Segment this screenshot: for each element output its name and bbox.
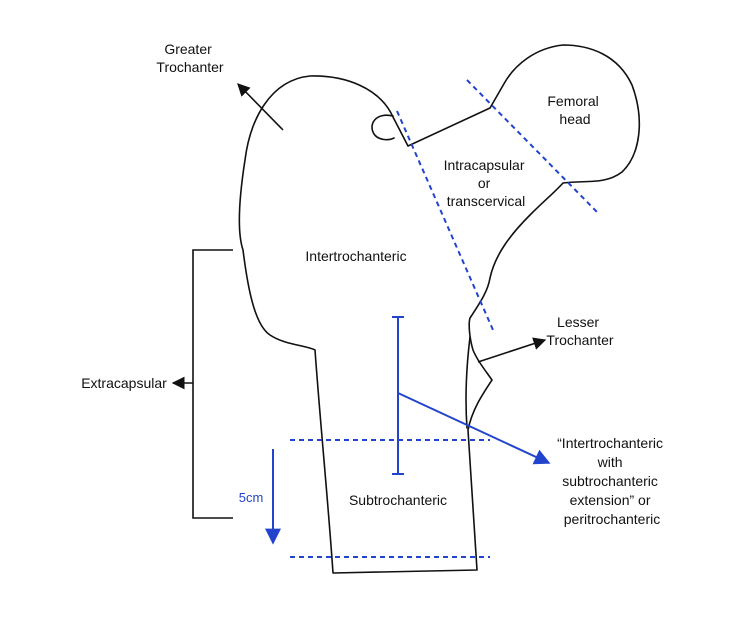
peritrochanteric-label: “Intertrochanteric with subtrochanteric … — [557, 435, 667, 527]
intertrochanteric-label: Intertrochanteric — [305, 248, 406, 264]
peritrochanteric-arrow — [397, 392, 551, 465]
femur-outline — [238, 44, 641, 574]
lesser-trochanter-ridge — [465, 336, 471, 429]
greater-trochanter-label: Greater Trochanter — [156, 41, 224, 75]
distance-label: 5cm — [239, 490, 264, 505]
lesser-trochanter-label: Lesser Trochanter — [546, 314, 614, 348]
lesser-trochanter-arrow — [477, 337, 547, 363]
greater-trochanter-arrow — [237, 83, 284, 131]
intracapsular-label: Intracapsular or transcervical — [444, 157, 529, 209]
extracapsular-label: Extracapsular — [81, 375, 167, 391]
capsule-line-head — [466, 79, 599, 214]
neck-hook — [371, 114, 395, 141]
extracapsular-bracket — [192, 249, 233, 519]
subtrochanteric-label: Subtrochanteric — [349, 492, 447, 508]
femoral-head-label: Femoral head — [547, 93, 602, 127]
capsule-line-neck — [396, 110, 494, 331]
